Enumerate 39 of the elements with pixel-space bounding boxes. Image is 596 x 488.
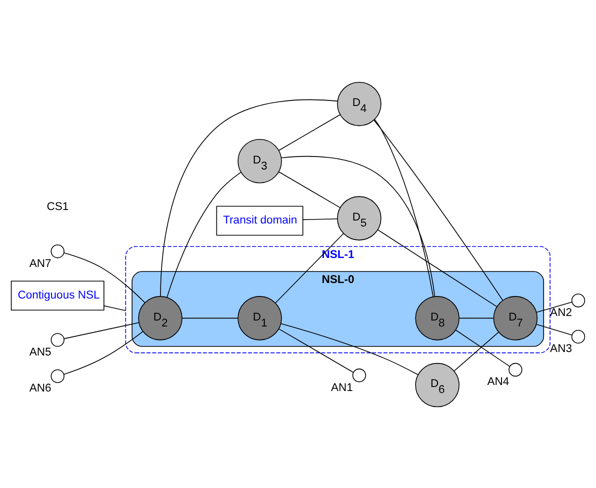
node-label: AN1 xyxy=(331,381,353,394)
connector xyxy=(278,328,354,372)
node-label: AN3 xyxy=(550,342,572,355)
connector xyxy=(278,170,340,208)
connector xyxy=(64,322,140,339)
node-label: AN2 xyxy=(550,306,572,318)
node-label: AN7 xyxy=(29,257,52,270)
node-box: Transit domain xyxy=(216,205,304,236)
connector xyxy=(182,317,238,318)
connector xyxy=(536,323,572,335)
connector xyxy=(280,155,436,296)
connector xyxy=(374,119,504,300)
connector xyxy=(455,329,510,366)
label: CS1 xyxy=(46,200,69,213)
connector xyxy=(454,331,500,371)
node-label: AN6 xyxy=(29,382,52,394)
connector xyxy=(104,304,126,311)
connector xyxy=(166,171,242,298)
node-circle xyxy=(352,368,366,382)
node-label: AN5 xyxy=(29,346,52,358)
node-circle xyxy=(50,244,64,258)
node-circle xyxy=(571,329,586,344)
connector xyxy=(278,114,340,150)
node-circle xyxy=(50,332,64,346)
node-box: Contiguous NSL xyxy=(10,280,104,310)
node-circle xyxy=(508,362,522,376)
connector xyxy=(64,252,146,303)
connector xyxy=(64,330,144,374)
connector xyxy=(374,118,434,297)
node-circle xyxy=(50,368,64,383)
connector xyxy=(458,317,494,318)
connector xyxy=(377,228,498,307)
connector xyxy=(280,322,418,375)
connector xyxy=(536,301,572,312)
node-circle xyxy=(571,293,586,307)
connector xyxy=(275,232,344,303)
connector xyxy=(160,98,338,296)
node-label: AN4 xyxy=(487,376,510,388)
connector xyxy=(302,218,338,220)
